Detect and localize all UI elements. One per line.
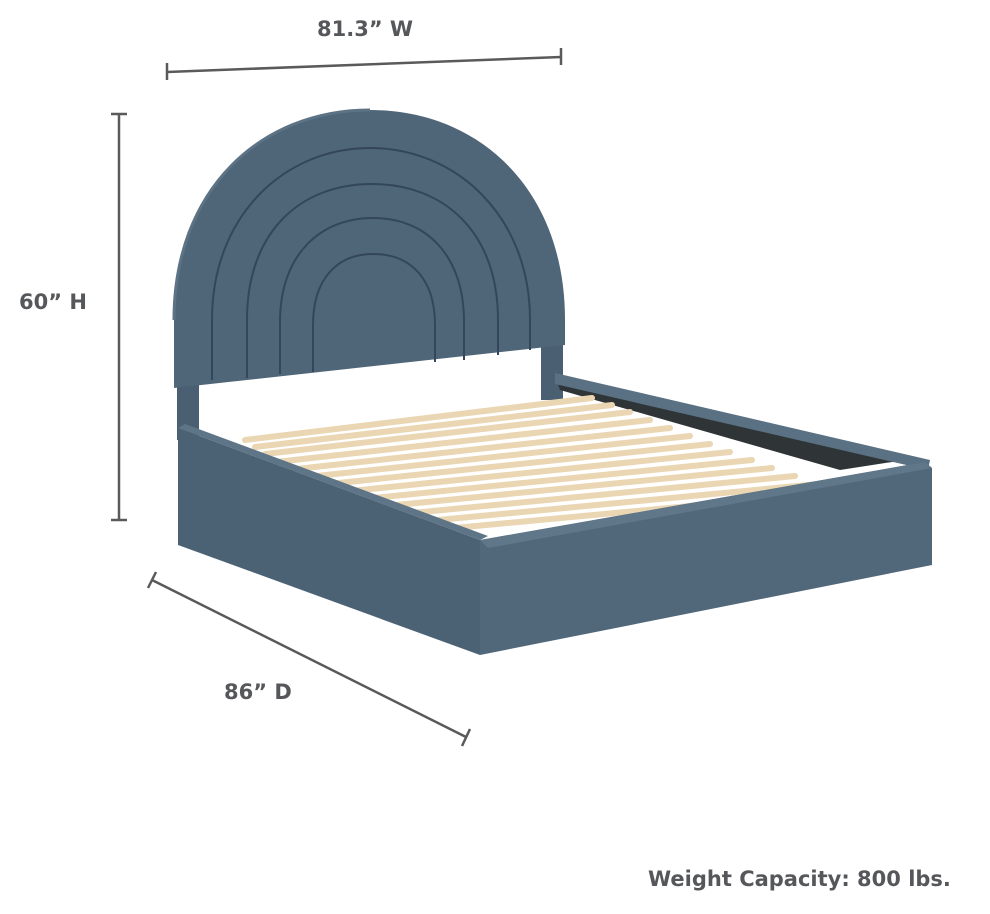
foot-rail — [480, 462, 932, 655]
right-rail — [555, 373, 930, 470]
width-dimension-line — [165, 48, 563, 80]
headboard — [172, 108, 565, 388]
height-dimension-line — [111, 112, 127, 522]
wooden-slats — [242, 395, 843, 537]
side-rail — [178, 428, 480, 655]
depth-dimension-line — [146, 571, 472, 747]
height-label: 60” H — [19, 290, 87, 314]
weight-capacity-label: Weight Capacity: 800 lbs. — [648, 867, 951, 891]
depth-label: 86” D — [224, 680, 292, 704]
width-label: 81.3” W — [317, 17, 414, 41]
